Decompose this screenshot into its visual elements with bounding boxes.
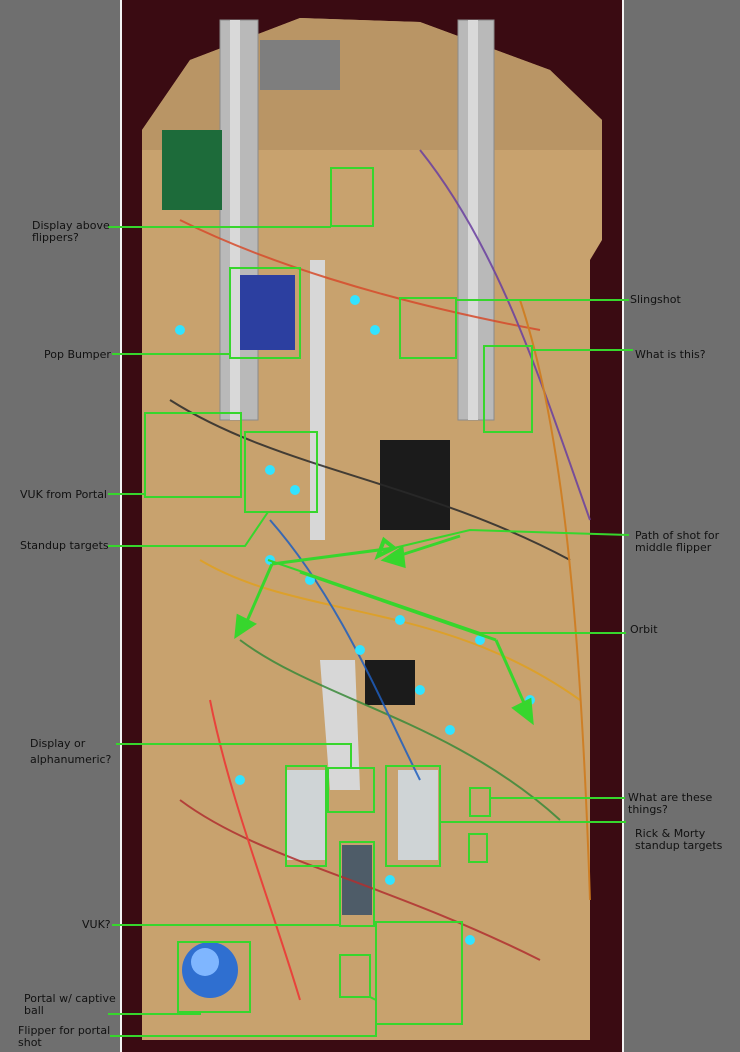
label-pop-bumper: Pop Bumper: [44, 348, 111, 361]
label-portal-captive-ball: Portal w/ captive ball: [24, 992, 116, 1017]
label-display-or-alphanumeric: Display or alphanumeric?: [30, 737, 112, 766]
ribbon-cable: [310, 260, 325, 540]
label-what-is-this: What is this?: [635, 348, 706, 361]
label-orbit: Orbit: [630, 623, 658, 636]
label-flipper-portal-shot: Flipper for portal shot: [18, 1024, 111, 1049]
left-coil: [285, 770, 325, 860]
label-rick-morty-targets: Rick & Morty standup targets: [635, 827, 723, 852]
circuit-board: [162, 130, 222, 210]
label-slingshot: Slingshot: [630, 293, 681, 306]
driver-board: [380, 440, 450, 530]
label-standup-targets: Standup targets: [20, 539, 109, 552]
label-vuk: VUK?: [82, 918, 111, 931]
label-what-are-these-things: What are these things?: [628, 791, 713, 816]
pop-bumper: [240, 275, 295, 350]
playfield-underside-image: [120, 0, 624, 1052]
label-display-above-flippers: Display above flippers?: [32, 219, 110, 244]
playfield-photo: [120, 0, 624, 1052]
label-path-of-shot: Path of shot for middle flipper: [635, 529, 720, 554]
right-coil: [398, 770, 438, 860]
label-vuk-from-portal: VUK from Portal: [20, 488, 107, 501]
